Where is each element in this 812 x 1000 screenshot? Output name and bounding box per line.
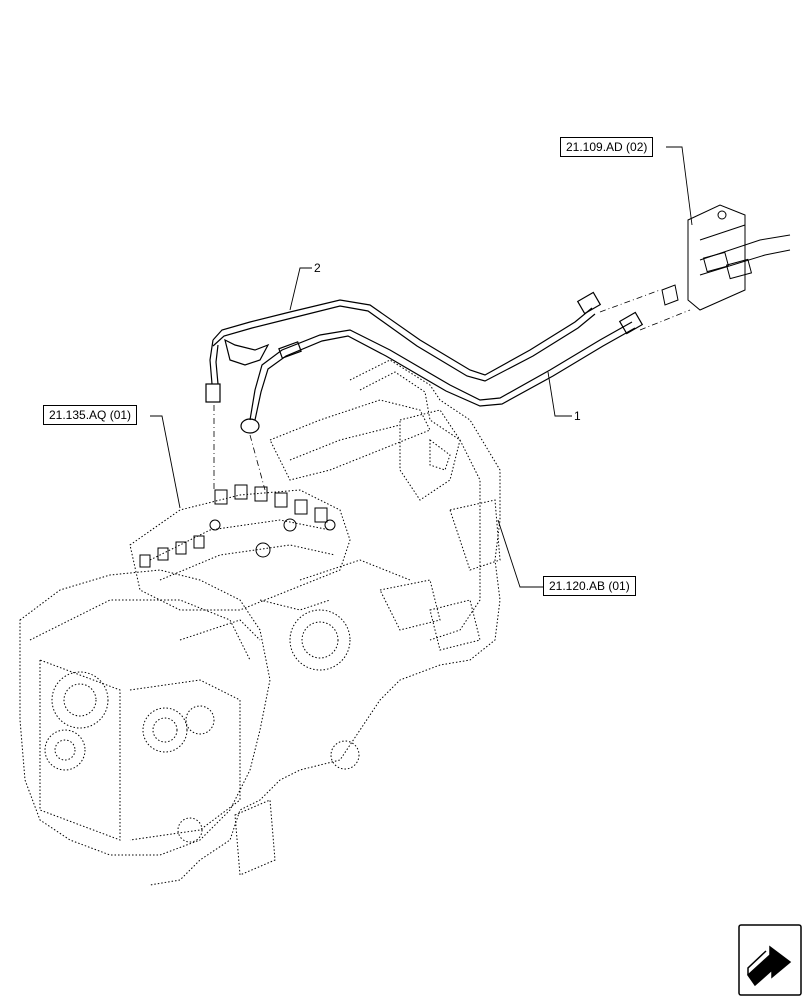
next-page-arrow-icon[interactable] (738, 924, 802, 996)
reference-link-21-135-aq[interactable]: 21.135.AQ (01) (43, 405, 138, 425)
callout-item-1: 1 (574, 409, 581, 423)
assembly-guide-lines (213, 289, 691, 491)
leader-lines (150, 146, 693, 588)
reference-link-21-109-ad[interactable]: 21.109.AD (02) (560, 137, 654, 157)
right-bracket-assembly (661, 204, 791, 311)
reference-link-21-120-ab[interactable]: 21.120.AB (01) (543, 576, 636, 596)
transmission-housing (19, 359, 501, 886)
valve-fittings (139, 484, 336, 568)
hydraulic-pipes (205, 291, 644, 434)
callout-item-2: 2 (314, 261, 321, 275)
